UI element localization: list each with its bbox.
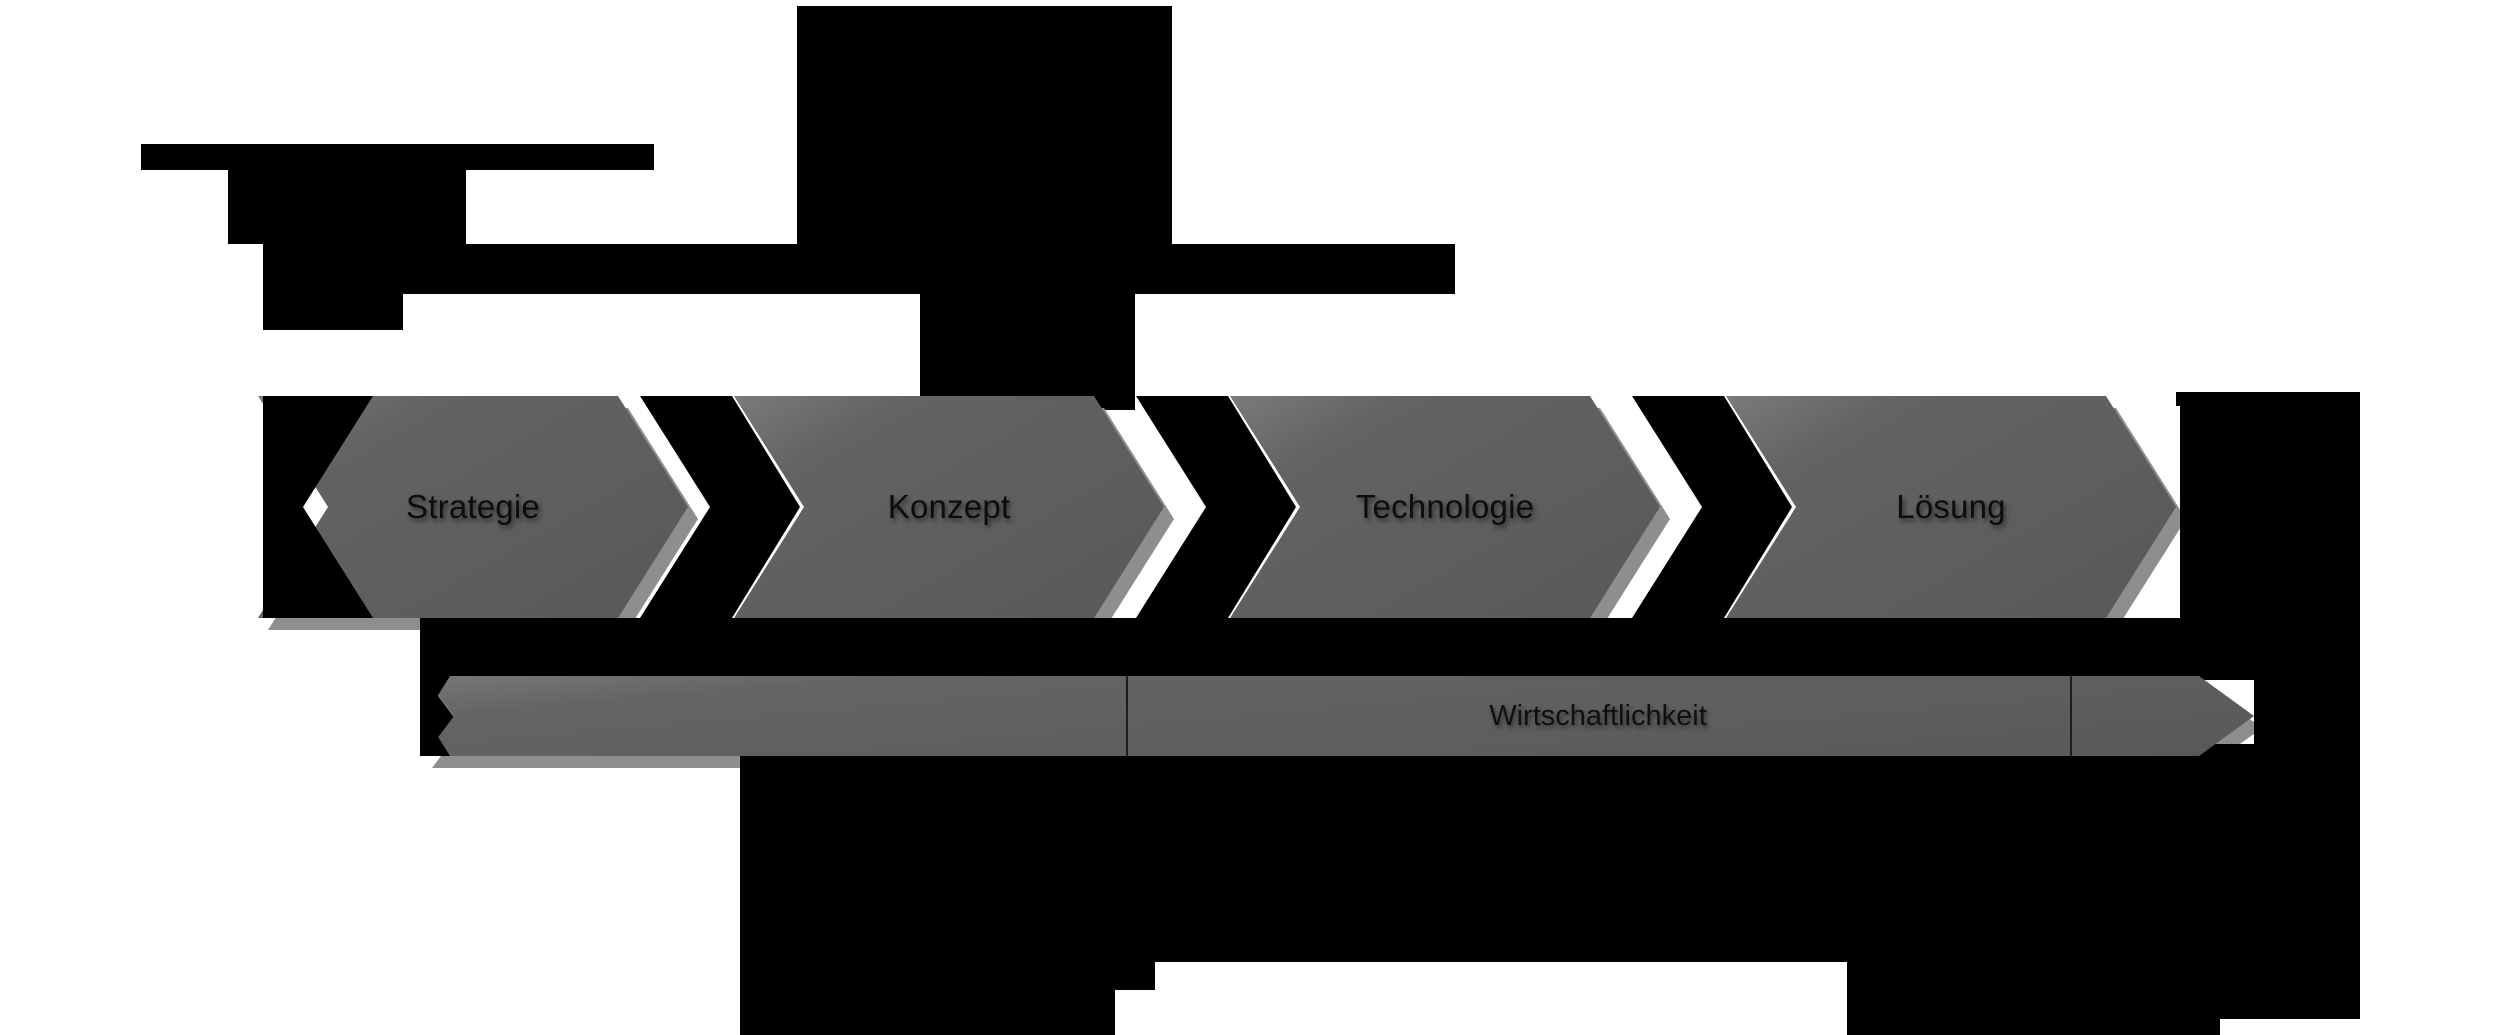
redaction-mask-band-right-top bbox=[2176, 392, 2360, 406]
economy-bar-divider-1 bbox=[1126, 676, 1128, 756]
process-step-technologie[interactable]: Technologie bbox=[1230, 396, 1660, 618]
redaction-mask-midstrip bbox=[420, 618, 2360, 680]
redaction-mask-bottom-tail-right bbox=[2220, 744, 2360, 1019]
redaction-mask-econ-right bbox=[2254, 676, 2360, 756]
economy-bar[interactable] bbox=[424, 676, 2254, 756]
redaction-mask-top-center-cap bbox=[797, 6, 1172, 24]
redaction-mask-top-right-edge bbox=[1120, 24, 1172, 254]
process-step-konzept[interactable]: Konzept bbox=[734, 396, 1164, 618]
redaction-mask-bottom-left-col bbox=[740, 744, 1115, 989]
economy-bar-label: Wirtschaftlichkeit bbox=[1489, 699, 1707, 732]
redaction-mask-band-upper-right bbox=[1135, 244, 1455, 294]
redaction-mask-bottom-edge-right bbox=[1847, 989, 2220, 1035]
redaction-mask-bottom-tail-left bbox=[1115, 962, 1155, 990]
redaction-mask-bottom-edge bbox=[740, 989, 1115, 1035]
economy-bar-divider-2 bbox=[2070, 676, 2072, 756]
process-step-label: Lösung bbox=[1896, 488, 2006, 525]
redaction-mask-bottom-mid-col bbox=[1115, 744, 1847, 962]
process-step-label: Technologie bbox=[1355, 488, 1535, 525]
process-step-loesung[interactable]: Lösung bbox=[1726, 396, 2176, 618]
redaction-mask-right-of-loesung bbox=[2180, 396, 2360, 618]
process-step-label: Konzept bbox=[887, 488, 1011, 525]
process-step-label: Strategie bbox=[406, 488, 540, 525]
